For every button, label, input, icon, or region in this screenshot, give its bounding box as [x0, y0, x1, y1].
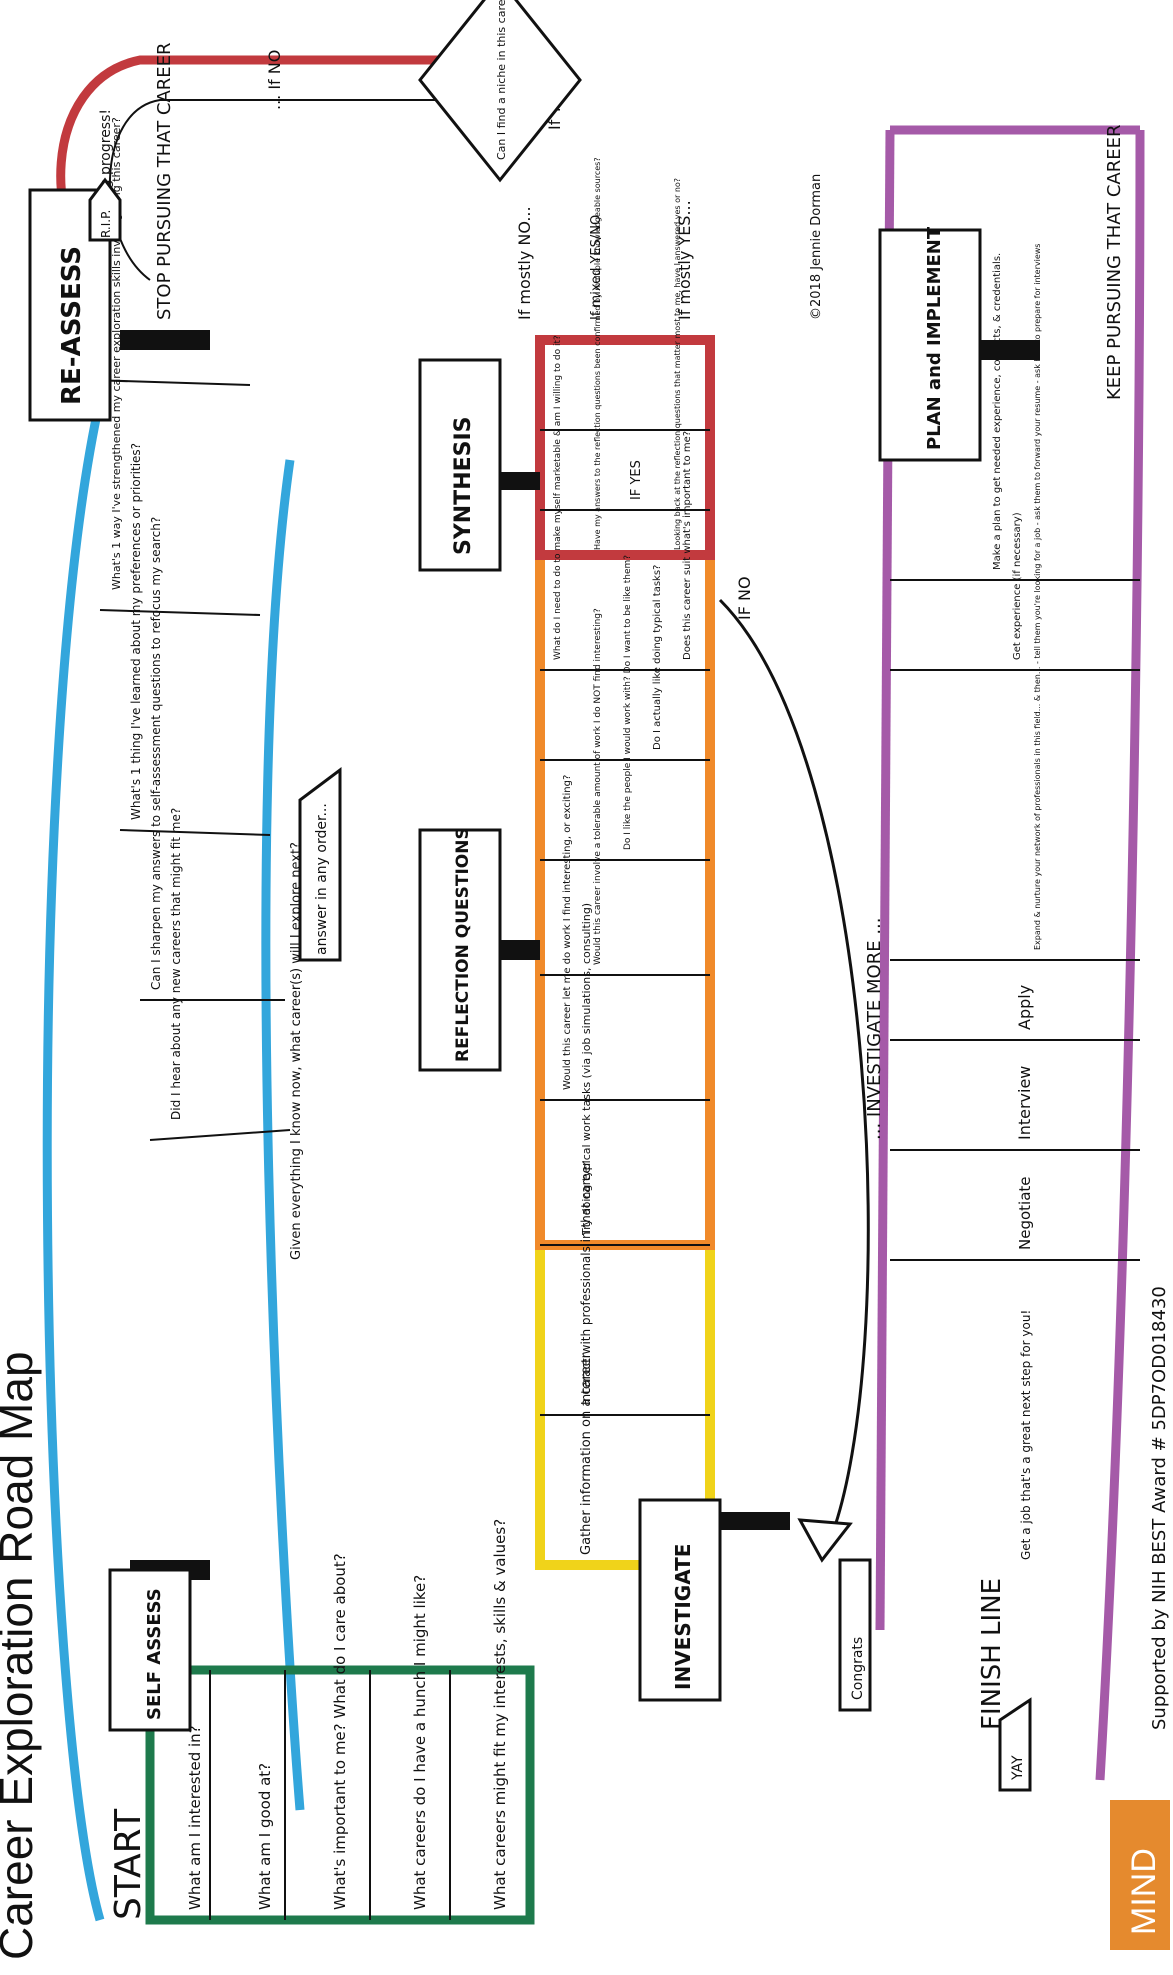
- plan-road-outline: [890, 125, 1145, 1781]
- self-assess-sign: SELF ASSESS: [108, 1560, 210, 1732]
- plan-step: Interview: [1015, 1066, 1034, 1140]
- investigate-step: Try doing typical work tasks (via job si…: [580, 903, 593, 1236]
- footer-credit: Supported by NIH BEST Award # 5DP7OD0184…: [1149, 1286, 1170, 1730]
- rotated-map: START What am I interested in? What am I…: [28, 0, 1170, 1950]
- mind-logo-box: [1110, 1800, 1170, 1950]
- page-title: Career Exploration Road Map: [0, 1351, 42, 1960]
- investigate-step: Gather information on a career: [579, 1352, 594, 1555]
- investigate-sign: INVESTIGATE: [638, 1498, 790, 1702]
- reflection-note: answer in any order...: [314, 803, 330, 955]
- congrats-label: Congrats: [850, 1637, 866, 1700]
- reassess-step: Did I hear about any new careers that mi…: [169, 808, 183, 1120]
- mind-logo: MIND: [1110, 1800, 1170, 1950]
- self-assess-step: What's important to me? What do I care a…: [331, 1553, 349, 1910]
- self-assess-step: What careers do I have a hunch I might l…: [411, 1575, 429, 1910]
- start-label: START: [108, 1808, 149, 1920]
- plan-title: PLAN and IMPLEMENT: [924, 226, 945, 450]
- stop-pursuing-block: STOP PURSUING THAT CAREER R.I.P.: [88, 42, 175, 320]
- reflection-step: Does this career suit what's important t…: [682, 431, 693, 660]
- niche-diamond: Can I find a niche in this career that w…: [418, 0, 582, 183]
- investigate-steps: Gather information on a career Interact …: [540, 903, 710, 1555]
- synthesis-steps: Have my answers to the reflection questi…: [540, 157, 710, 550]
- yay-flag-icon: [998, 1697, 1032, 1792]
- plan-steps: Make a plan to get needed experience, co…: [890, 244, 1140, 1560]
- finish-line-label: FINISH LINE: [977, 1578, 1007, 1730]
- mind-logo-text: MIND: [1125, 1848, 1163, 1935]
- finish-area: FINISH LINE Congrats YAY: [838, 1558, 1032, 1792]
- self-assess-step: What am I good at?: [256, 1763, 274, 1910]
- plan-step: Expand & nurture your network of profess…: [1033, 244, 1042, 950]
- investigate-more-curve: [718, 598, 870, 1541]
- self-assess-step: What am I interested in?: [186, 1725, 204, 1910]
- road-synthesis-band: [535, 335, 715, 560]
- keep-pursuing-label: KEEP PURSUING THAT CAREER: [1104, 124, 1125, 400]
- outer-red-arc-inner: [108, 99, 470, 281]
- self-assess-step: What careers might fit my interests, ski…: [491, 1519, 509, 1910]
- if-no-synthesis-label: IF NO: [735, 576, 754, 620]
- reflection-step: Do I actually like doing typical tasks?: [652, 565, 663, 750]
- rip-sign-icon: [88, 177, 122, 242]
- reflection-sign: REFLECTION QUESTIONS answer in any order…: [298, 767, 540, 1072]
- mostly-yes-label: If mostly YES...: [675, 200, 694, 320]
- synthesis-title: SYNTHESIS: [451, 416, 476, 555]
- reassess-step: What's 1 thing I've learned about my pre…: [129, 443, 143, 820]
- congrats-flag-icon: [838, 1558, 872, 1712]
- investigate-step: Interact with professionals in that care…: [579, 1161, 593, 1405]
- yay-label: YAY: [1010, 1755, 1026, 1781]
- plan-sign: PLAN and IMPLEMENT: [878, 226, 1040, 462]
- reflection-step: Would this career let me do work I find …: [562, 775, 573, 1090]
- stop-pursuing-label: STOP PURSUING THAT CAREER: [154, 42, 175, 320]
- mixed-label: If mixed YES/NO: [589, 215, 604, 320]
- reflection-step: What do I need to do to make myself mark…: [553, 335, 563, 660]
- self-assess-steps: What am I interested in? What am I good …: [186, 1519, 509, 1920]
- reflection-steps: Would this career let me do work I find …: [540, 335, 710, 1101]
- if-no-label: ... If NO: [265, 50, 284, 110]
- reflection-note-flag: [298, 767, 342, 962]
- synthesis-step: Looking back at the reflection questions…: [673, 178, 682, 550]
- investigate-title: INVESTIGATE: [671, 1544, 695, 1690]
- plan-step: Apply: [1015, 985, 1034, 1030]
- self-assess-title: SELF ASSESS: [144, 1588, 165, 1720]
- branch-labels: IF NO ... INVESTIGATE MORE ... If mostly…: [265, 50, 885, 1140]
- road-self-assess-band: [145, 1665, 535, 1925]
- reassess-step: Can I sharpen my answers to self-assessm…: [149, 517, 163, 990]
- synthesis-step: IF YES: [629, 460, 644, 500]
- reassess-title: RE-ASSESS: [57, 246, 87, 405]
- plan-step: Get experience (if necessary): [1012, 512, 1023, 660]
- niche-question: Can I find a niche in this career that w…: [495, 0, 508, 160]
- plan-step: Make a plan to get needed experience, co…: [992, 253, 1003, 570]
- investigate-more-label: ... INVESTIGATE MORE ...: [864, 918, 885, 1141]
- plan-step: Negotiate: [1016, 1177, 1034, 1251]
- reassess-sign: RE-ASSESS: [28, 188, 210, 422]
- mostly-no-label: If mostly NO...: [515, 206, 534, 320]
- rip-label: R.I.P.: [99, 210, 113, 238]
- upper-road-outer: [42, 399, 105, 1922]
- plan-step: Get a job that's a great next step for y…: [1019, 1310, 1033, 1560]
- signature: ©2018 Jennie Dorman: [809, 174, 824, 320]
- synthesis-sign: SYNTHESIS: [418, 358, 540, 572]
- reassess-steps: Given everything I know now, what career…: [89, 109, 304, 1260]
- reflection-step: Do I like the people I would work with? …: [623, 555, 633, 850]
- synthesis-step: Have my answers to the reflection questi…: [593, 157, 602, 550]
- reflection-title: REFLECTION QUESTIONS: [453, 827, 473, 1062]
- reflection-step: Would this career involve a tolerable am…: [593, 608, 603, 965]
- investigate-more-arrowhead: [797, 1518, 853, 1563]
